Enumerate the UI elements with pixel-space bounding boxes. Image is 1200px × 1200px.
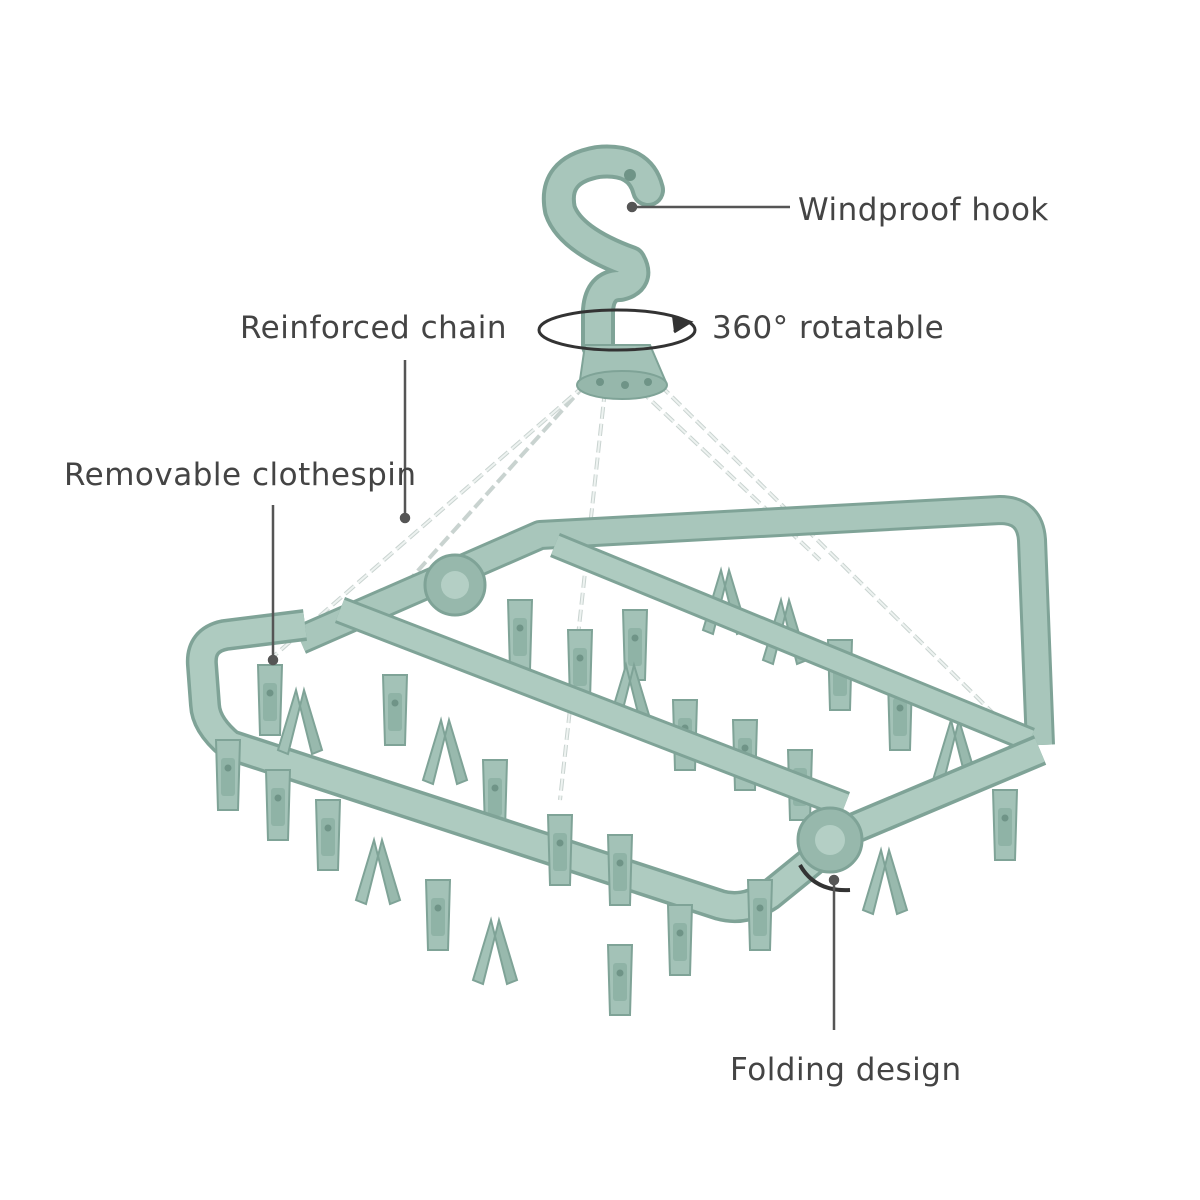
- label-windproof-hook: Windproof hook: [798, 192, 1049, 228]
- leader-removable-clothespin: [267, 505, 279, 666]
- label-360-rotatable: 360° rotatable: [712, 310, 945, 346]
- hinge-back: [423, 553, 487, 617]
- leader-folding-design: [828, 874, 840, 1030]
- leader-reinforced-chain: [399, 360, 411, 524]
- label-removable-clothespin: Removable clothespin: [64, 457, 417, 493]
- fold-arc-icon: [798, 863, 851, 893]
- label-reinforced-chain: Reinforced chain: [240, 310, 508, 346]
- rotation-arrow-icon: [537, 308, 697, 352]
- windproof-hook: [541, 144, 668, 400]
- label-folding-design: Folding design: [730, 1052, 962, 1088]
- leader-lines: [267, 201, 840, 1030]
- hinge-front: [796, 806, 864, 874]
- leader-windproof-hook: [626, 201, 790, 213]
